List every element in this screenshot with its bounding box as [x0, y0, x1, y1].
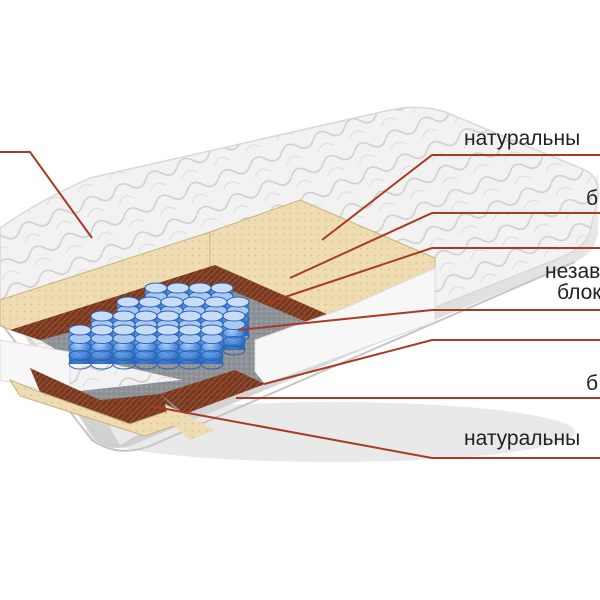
- spring-3-1: [90, 324, 114, 370]
- cutaway-section: [0, 199, 436, 440]
- leader-line-1: [321, 154, 600, 241]
- label-bottom-natural-latex: натуральны: [464, 427, 580, 450]
- spring-3-3: [134, 324, 158, 370]
- lower-step-coir: [160, 370, 265, 414]
- independent-springs: [68, 282, 250, 370]
- label-independent: незав: [545, 260, 600, 283]
- leader-line-3: [263, 247, 600, 305]
- spring-3-2: [112, 324, 136, 370]
- spring-3-6: [200, 324, 224, 370]
- leader-line-2: [289, 212, 600, 279]
- spring-3-4: [156, 324, 180, 370]
- spring-3-5: [178, 324, 202, 370]
- label-top-natural-latex: натуральны: [464, 127, 580, 150]
- spring-3-0: [68, 324, 92, 370]
- layer-labels: натуральны б незав блок б натуральны: [464, 127, 600, 450]
- leader-line-4: [237, 309, 600, 331]
- leader-line-cover: [0, 151, 93, 239]
- leader-line-7: [149, 405, 600, 459]
- bottom-coir-layer: [30, 368, 180, 424]
- leader-lines: [0, 151, 600, 459]
- label-block: блок: [557, 281, 600, 304]
- lower-step-latex: [165, 404, 215, 440]
- label-top-b: б: [586, 187, 598, 210]
- leader-line-5: [263, 339, 600, 385]
- spring-2-6: [222, 310, 246, 356]
- label-bottom-b: б: [586, 372, 598, 395]
- cover-bottom-edge: [0, 261, 576, 452]
